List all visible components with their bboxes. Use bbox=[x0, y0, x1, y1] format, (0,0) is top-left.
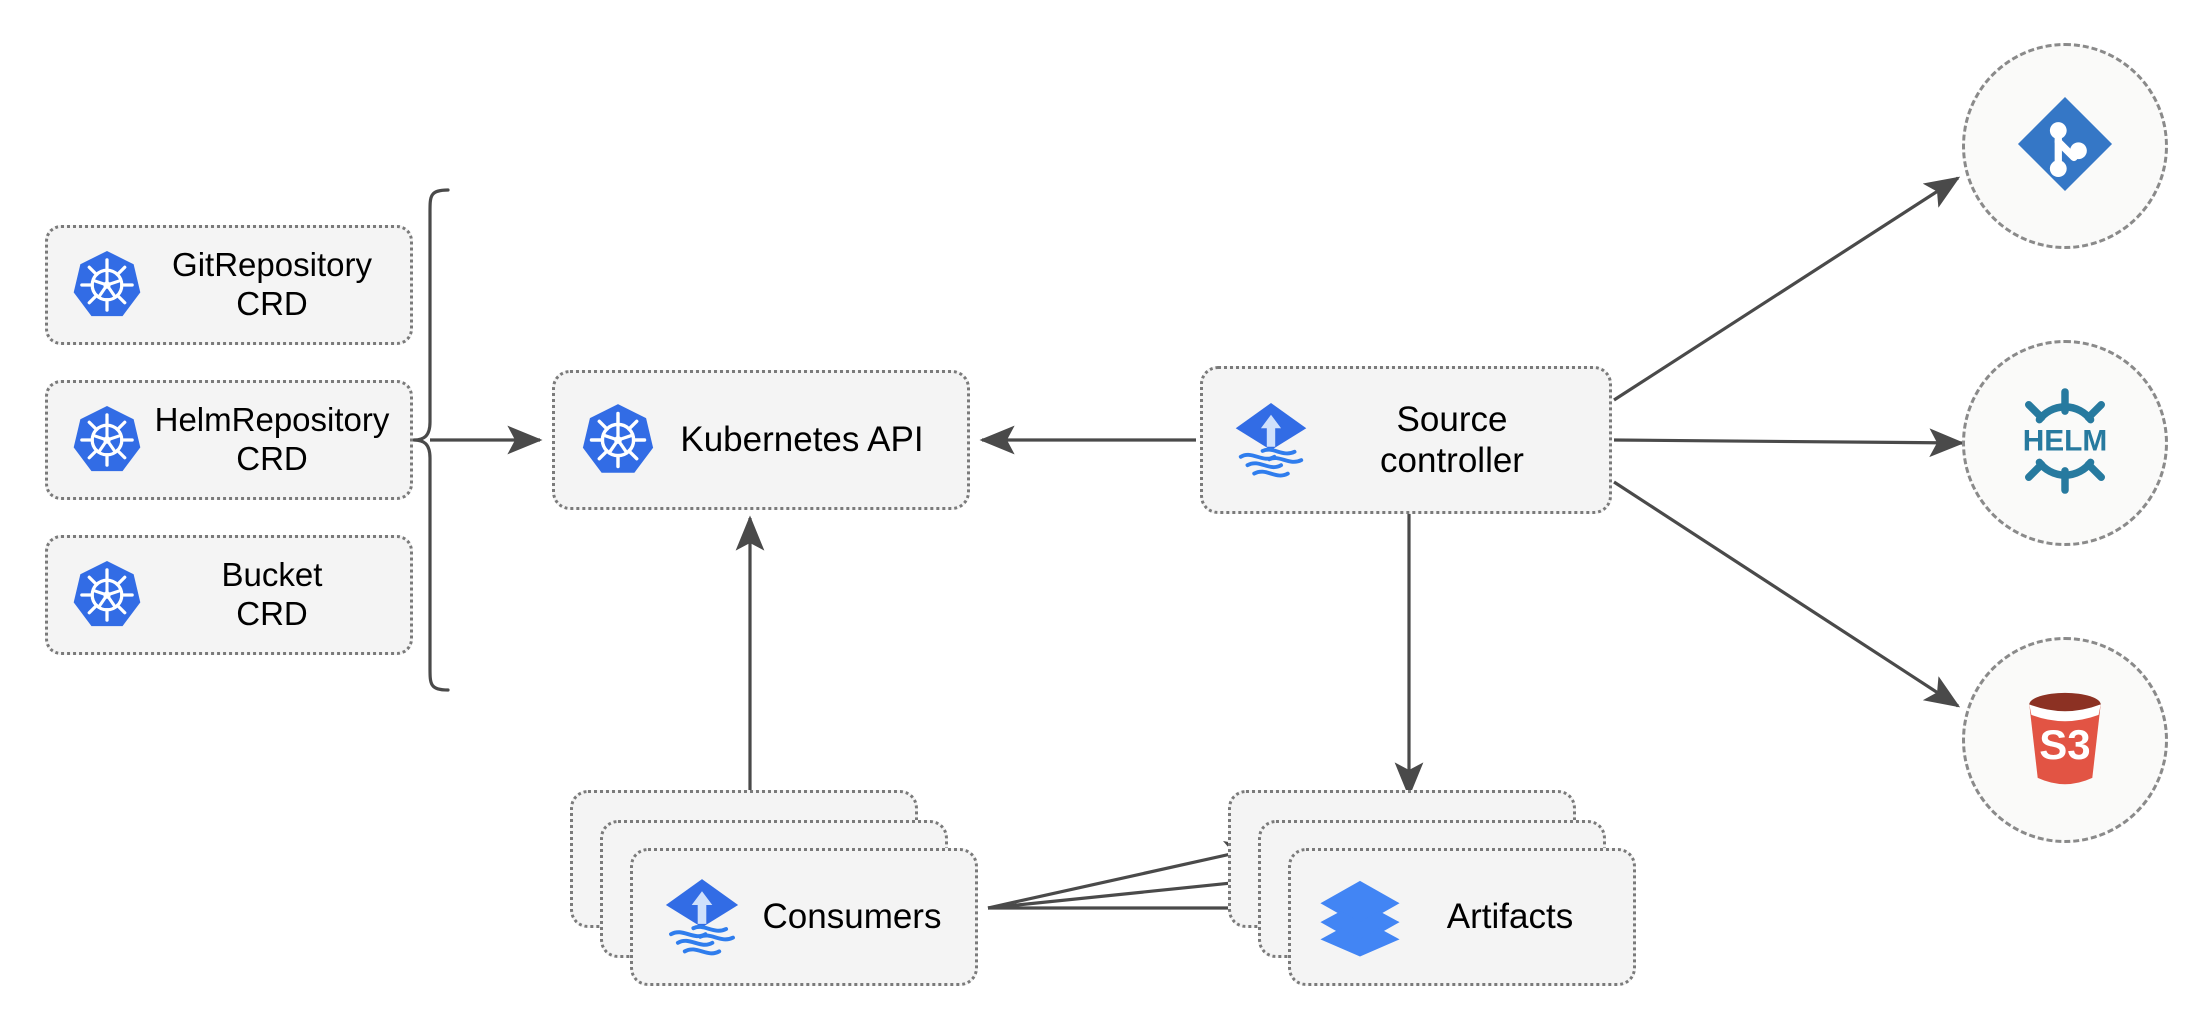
crd-box-bucket[interactable]: Bucket CRD bbox=[45, 535, 413, 655]
kubernetes-icon bbox=[70, 558, 144, 632]
crd-group-brace bbox=[412, 188, 450, 692]
edge-source-controller-to-s3 bbox=[1613, 480, 1961, 708]
artifacts-stack-layer-front[interactable]: Artifacts bbox=[1288, 848, 1636, 986]
edge-consumers-to-artifacts-top bbox=[987, 841, 1261, 910]
edge-source-controller-to-helm bbox=[1613, 428, 1965, 458]
helm-icon: HELM bbox=[2001, 377, 2129, 510]
kubernetes-icon bbox=[70, 248, 144, 322]
flux-icon bbox=[659, 874, 745, 960]
node-artifacts-stack[interactable]: Artifacts bbox=[1228, 790, 1636, 986]
crd-label-helmrepository: HelmRepository CRD bbox=[154, 401, 390, 477]
node-label-artifacts: Artifacts bbox=[1446, 897, 1574, 937]
s3-bucket-icon: S3 bbox=[2002, 675, 2128, 806]
consumers-stack-layer-front[interactable]: Consumers bbox=[630, 848, 978, 986]
crd-label-gitrepository: GitRepository CRD bbox=[172, 246, 372, 322]
node-label-source-controller: Source controller bbox=[1380, 399, 1524, 480]
kubernetes-icon bbox=[579, 401, 657, 479]
edge-source-controller-to-git bbox=[1613, 176, 1961, 402]
helm-label: HELM bbox=[2023, 424, 2108, 457]
s3-label: S3 bbox=[2039, 721, 2090, 768]
crd-box-gitrepository[interactable]: GitRepository CRD bbox=[45, 225, 413, 345]
flux-icon bbox=[1229, 398, 1313, 482]
endpoint-git[interactable] bbox=[1962, 43, 2168, 249]
git-icon bbox=[2009, 88, 2121, 205]
endpoint-helm[interactable]: HELM bbox=[1962, 340, 2168, 546]
node-label-kubernetes-api: Kubernetes API bbox=[680, 420, 924, 460]
crd-box-helmrepository[interactable]: HelmRepository CRD bbox=[45, 380, 413, 500]
crd-label-bucket: Bucket CRD bbox=[221, 556, 323, 632]
node-consumers-stack[interactable]: Consumers bbox=[570, 790, 978, 986]
layers-icon bbox=[1317, 874, 1403, 960]
node-source-controller[interactable]: Source controller bbox=[1200, 366, 1612, 514]
kubernetes-icon bbox=[70, 403, 144, 477]
node-label-consumers: Consumers bbox=[762, 897, 942, 937]
endpoint-s3[interactable]: S3 bbox=[1962, 637, 2168, 843]
node-kubernetes-api[interactable]: Kubernetes API bbox=[552, 370, 970, 510]
